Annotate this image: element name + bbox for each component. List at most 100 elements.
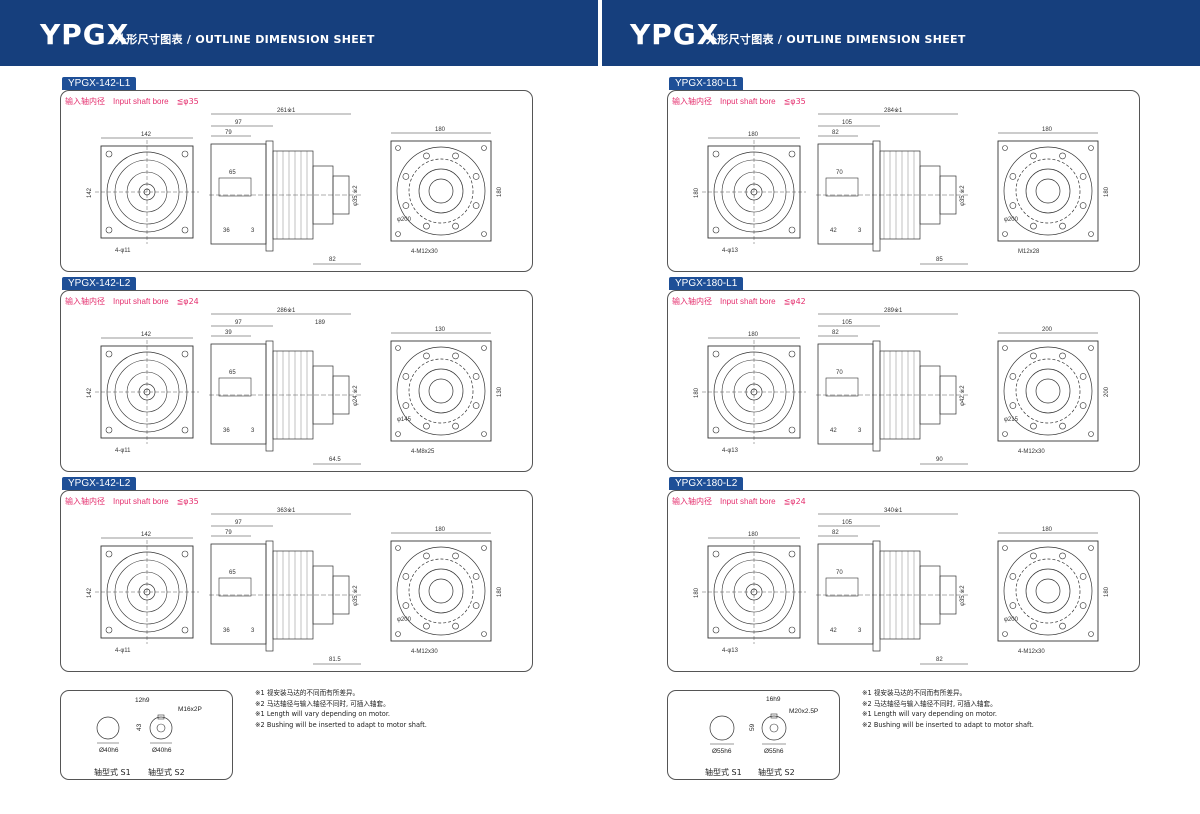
outer-height-dim: 200 xyxy=(1104,386,1110,397)
shaft-key-width: 16h9 xyxy=(766,696,781,703)
mount-hole-dim: 4-φ11 xyxy=(115,248,131,254)
flange-width-dim: 180 xyxy=(748,132,759,138)
tap-hole-dim: 4-M12x30 xyxy=(1018,649,1045,655)
length-dim: 79 xyxy=(225,530,232,536)
outer-width-dim: 130 xyxy=(435,327,446,333)
flange-height-dim: 180 xyxy=(694,587,700,598)
mount-hole-dim: 4-φ13 xyxy=(722,648,739,654)
length-dim: 82 xyxy=(832,130,839,136)
footnotes-right: ※1 视安装马达的不同而有所差异。 ※2 马达轴径与输入轴径不同时, 可插入轴套… xyxy=(862,688,1034,730)
length-dim: 42 xyxy=(830,428,837,434)
flange-width-dim: 180 xyxy=(748,532,759,538)
length-dim: 97 xyxy=(235,520,242,526)
flange-width-dim: 142 xyxy=(141,332,152,338)
flange-width-dim: 142 xyxy=(141,532,152,538)
total-length-dim: 284※1 xyxy=(884,107,903,114)
shaft-s1-diameter: Ø40h6 xyxy=(99,747,119,754)
length-dim: 105 xyxy=(842,320,853,326)
footnote: ※2 马达轴径与输入轴径不同时, 可插入轴套。 xyxy=(862,699,997,708)
length-dim: 3 xyxy=(858,628,862,634)
pcd-dim: φ145 xyxy=(397,417,412,423)
outer-width-dim: 200 xyxy=(1042,327,1053,333)
length-dim: 70 xyxy=(836,570,843,576)
total-length-dim: 261※1 xyxy=(277,107,296,114)
total-length-dim: 286※1 xyxy=(277,307,296,314)
length-dim: 42 xyxy=(830,228,837,234)
shaft-key-height: 43 xyxy=(136,723,143,731)
shaft-dim: φ24 ※2 xyxy=(352,385,359,406)
sheet-subtitle: 外形尺寸图表 / OUTLINE DIMENSION SHEET xyxy=(706,33,966,46)
length-dim: 3 xyxy=(858,428,862,434)
bore-cn: 输入轴内径 xyxy=(672,97,712,106)
length-dim: 97 xyxy=(235,320,242,326)
shaft-dim: φ35 ※2 xyxy=(959,585,966,606)
length-dim: 42 xyxy=(830,628,837,634)
bore-cn: 输入轴内径 xyxy=(672,497,712,506)
outer-height-dim: 130 xyxy=(497,386,503,397)
length-dim: 105 xyxy=(842,520,853,526)
outer-height-dim: 180 xyxy=(1104,186,1110,197)
length-dim: 36 xyxy=(223,628,230,634)
flange-width-dim: 180 xyxy=(748,332,759,338)
flange-width-dim: 142 xyxy=(141,132,152,138)
length-dim: 82 xyxy=(329,257,336,263)
footnote: ※2 Bushing will be inserted to adapt to … xyxy=(255,720,427,729)
length-dim: 64.5 xyxy=(329,457,341,463)
shaft-s1-diameter: Ø55h6 xyxy=(712,748,732,755)
outer-width-dim: 180 xyxy=(435,127,446,133)
model-tag: YPGX-142-L1 xyxy=(62,77,137,90)
bore-cn: 输入轴内径 xyxy=(65,497,105,506)
shaft-type-panel: Ø55h6 Ø55h6 16h9 M20x2.5P 59 轴型式 S1 轴型式 … xyxy=(667,690,840,780)
shaft-thread: M16x2P xyxy=(178,706,202,713)
length-dim: 97 xyxy=(235,120,242,126)
length-dim: 105 xyxy=(842,120,853,126)
outer-width-dim: 180 xyxy=(1042,527,1053,533)
bore-cn: 输入轴内径 xyxy=(65,297,105,306)
tap-hole-dim: 4-M12x30 xyxy=(411,649,438,655)
mount-hole-dim: 4-φ11 xyxy=(115,448,131,454)
pcd-dim: φ200 xyxy=(1004,617,1019,623)
length-dim: 189 xyxy=(315,320,326,326)
shaft-s2-diameter: Ø55h6 xyxy=(764,748,784,755)
length-dim: 65 xyxy=(229,370,236,376)
bore-en: Input shaft bore xyxy=(113,497,169,506)
flange-height-dim: 142 xyxy=(87,387,93,398)
outer-width-dim: 180 xyxy=(435,527,446,533)
length-dim: 79 xyxy=(225,130,232,136)
length-dim: 90 xyxy=(936,457,943,463)
footnote: ※1 视安装马达的不同而有所差异。 xyxy=(255,689,360,697)
shaft-s2-label: 轴型式 S2 xyxy=(758,768,795,777)
tap-hole-dim: 4-M12x30 xyxy=(1018,449,1045,455)
mount-hole-dim: 4-φ11 xyxy=(115,648,131,654)
bore-en: Input shaft bore xyxy=(720,297,776,306)
length-dim: 82 xyxy=(936,657,943,663)
pcd-dim: φ200 xyxy=(1004,217,1019,223)
bore-en: Input shaft bore xyxy=(113,297,169,306)
footnote: ※2 Bushing will be inserted to adapt to … xyxy=(862,720,1034,729)
bore-cn: 输入轴内径 xyxy=(672,297,712,306)
shaft-type-drawing: Ø40h6 Ø40h6 12h9 M16x2P 43 xyxy=(96,697,202,754)
tap-hole-dim: 4-M8x25 xyxy=(411,449,435,455)
shaft-key-height: 59 xyxy=(749,723,756,731)
model-tag: YPGX-180-L1 xyxy=(669,77,744,90)
flange-height-dim: 180 xyxy=(694,187,700,198)
length-dim: 3 xyxy=(251,628,255,634)
footnote: ※1 视安装马达的不同而有所差异。 xyxy=(862,689,967,697)
shaft-dim: φ35 ※2 xyxy=(352,185,359,206)
sheet-subtitle: 外形尺寸图表 / OUTLINE DIMENSION SHEET xyxy=(115,33,375,46)
brand-title: YPGX xyxy=(630,18,720,51)
length-dim: 3 xyxy=(251,228,255,234)
length-dim: 36 xyxy=(223,428,230,434)
length-dim: 82 xyxy=(832,530,839,536)
total-length-dim: 363※1 xyxy=(277,507,296,514)
mount-hole-dim: 4-φ13 xyxy=(722,248,739,254)
